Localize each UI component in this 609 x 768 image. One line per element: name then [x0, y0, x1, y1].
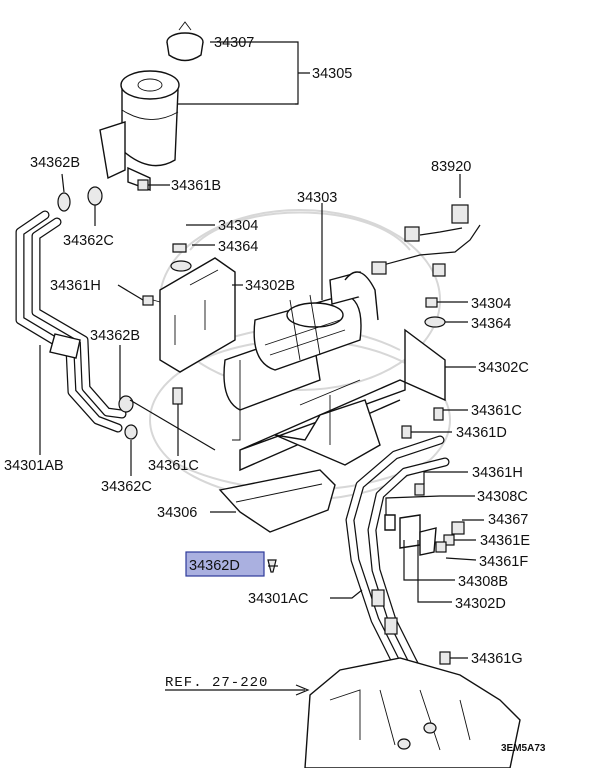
leader-lines — [39, 41, 484, 696]
label-34308b: 34308B — [458, 574, 508, 590]
bolt-34361h-right — [414, 483, 425, 496]
bolt-34361g — [439, 651, 451, 665]
bolt-34361d — [401, 425, 412, 439]
bracket-34302c — [239, 328, 446, 472]
reservoir-cap — [166, 21, 204, 62]
label-34361g: 34361G — [471, 651, 523, 667]
bolt-34361c-right — [433, 407, 444, 421]
bolt-34361h-left — [142, 295, 161, 306]
label-34362b-mid: 34362B — [90, 328, 140, 344]
pump-34303 — [223, 271, 379, 441]
bolt-34361f — [435, 541, 447, 553]
label-34361h-left: 34361H — [50, 278, 101, 294]
bolt-34361c-bottom — [172, 387, 183, 405]
harness-83920 — [371, 188, 481, 277]
label-34361d: 34361D — [456, 425, 507, 441]
label-34361f: 34361F — [479, 554, 528, 570]
bracket-34308c — [384, 514, 396, 531]
label-34361c-bottom: 34361C — [148, 458, 199, 474]
label-34302d: 34302D — [455, 596, 506, 612]
label-34305: 34305 — [312, 66, 352, 82]
hose-34301ac — [345, 435, 450, 695]
label-34362c-top: 34362C — [63, 233, 114, 249]
label-34361h-right: 34361H — [472, 465, 523, 481]
bolt-34304-right — [425, 297, 438, 308]
label-34302b: 34302B — [245, 278, 295, 294]
label-34301ab: 34301AB — [4, 458, 64, 474]
label-34362d-highlight[interactable] — [185, 551, 265, 577]
label-34304-right: 34304 — [471, 296, 511, 312]
label-34307: 34307 — [214, 35, 254, 51]
label-34301ac: 34301AC — [248, 591, 308, 607]
reservoir-tank — [99, 70, 180, 191]
label-34364-right: 34364 — [471, 316, 511, 332]
label-34362c-bottom: 34362C — [101, 479, 152, 495]
washer-34364-right — [424, 316, 446, 328]
clamp-34362b-top — [57, 173, 71, 212]
washer-34364-top — [170, 260, 192, 272]
label-ref-27-220: REF. 27-220 — [165, 675, 268, 691]
bracket-34302d — [399, 514, 421, 549]
label-34362d[interactable]: 34362D — [189, 558, 240, 574]
label-34364-top: 34364 — [218, 239, 258, 255]
bracket-34302b — [159, 257, 236, 373]
part-labels: 34307 34305 34362B 34361B 83920 34303 34… — [4, 35, 546, 754]
clamp-34362b-mid — [118, 395, 134, 413]
label-34308c: 34308C — [477, 489, 528, 505]
label-34361b: 34361B — [171, 178, 221, 194]
hose-34301ab — [15, 210, 127, 433]
bracket-34308b — [419, 527, 437, 556]
bolt-34304-top — [172, 243, 187, 253]
diagram-code: 3EM5A73 — [501, 743, 546, 754]
label-34303: 34303 — [297, 190, 337, 206]
label-83920: 83920 — [431, 159, 471, 175]
gearbox-ref-27-220 — [304, 657, 521, 768]
label-34306: 34306 — [157, 505, 197, 521]
label-34362b-top: 34362B — [30, 155, 80, 171]
label-34361c-right: 34361C — [471, 403, 522, 419]
nut-34367 — [451, 521, 465, 535]
label-34302c: 34302C — [478, 360, 529, 376]
label-34361e: 34361E — [480, 533, 530, 549]
label-34367: 34367 — [488, 512, 528, 528]
heat-shield-34306 — [218, 469, 336, 533]
clamp-34362c-top — [87, 186, 103, 226]
clamp-34362c-bottom — [124, 424, 138, 440]
label-34304-top: 34304 — [218, 218, 258, 234]
